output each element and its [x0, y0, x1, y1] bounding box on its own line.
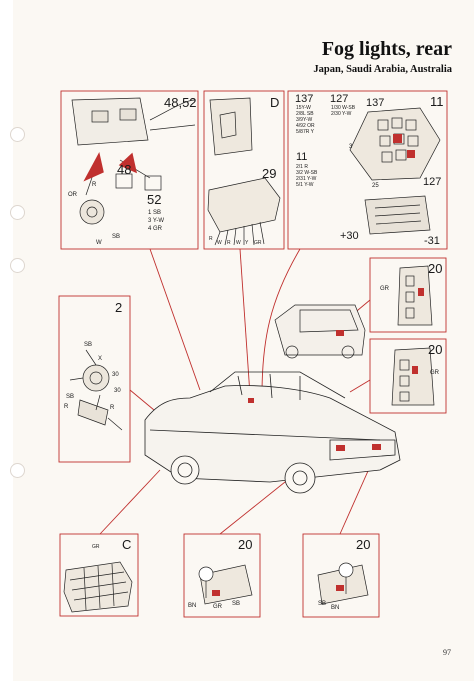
fuse-col-c-head: 11 [296, 151, 308, 163]
bottom-right20-wire: BN [331, 605, 340, 611]
fuse-col-a-line: 5/87R Y [296, 129, 314, 135]
fuse-col-a-head: 137 [295, 93, 314, 105]
bottom-c-ref: C [122, 537, 132, 552]
bottom-left20-wire: BN [188, 603, 197, 609]
fuse-col-b-head: 127 [330, 93, 349, 105]
connector-wire: 30 [114, 388, 121, 394]
fuse-minus-label: -31 [424, 235, 440, 247]
light-upper-frame [369, 257, 447, 333]
connector-panel-ref: 2 [115, 300, 123, 315]
bottom-right20-ref: 20 [356, 537, 371, 552]
switch-wire: 3 Y-W [148, 218, 165, 224]
page-subtitle: Japan, Saudi Arabia, Australia [313, 64, 452, 75]
bottom-right20-wire: SB [318, 601, 327, 607]
fuse-col-c-line: 2/1 R [296, 164, 308, 170]
fuse-col-a-line: 15Y-W [296, 105, 311, 111]
switch-pin: SB [112, 234, 121, 240]
fuse-callout-b: 127 [423, 176, 442, 188]
switch-pin: W [96, 240, 102, 246]
fuse-col-a-line: 2/8L SB [296, 111, 314, 117]
relay-pin: W [236, 240, 241, 246]
bottom-left20-ref: 20 [238, 537, 253, 552]
connector-wire: R [110, 405, 115, 411]
relay-pin: GR [254, 240, 262, 246]
fuse-col-c-line: 5/1 Y-W [296, 182, 314, 188]
page-title: Fog lights, rear [321, 38, 452, 60]
bottom-left20-wire: SB [232, 601, 241, 607]
light-lower-ref: 20 [428, 342, 443, 357]
fuse-col-b-line: 2/30 Y-W [331, 111, 352, 117]
switch-item-a: 48 [117, 162, 132, 177]
bottom-c-frame [59, 533, 139, 617]
relay-pin: R [209, 236, 213, 242]
page-number: 97 [443, 648, 451, 657]
connector-wire: SB [66, 394, 75, 400]
switch-pin: OR [68, 192, 77, 198]
fuse-col-c-line: 2/31 Y-W [296, 176, 317, 182]
connector-panel-frame [58, 295, 131, 463]
switch-panel-ref: 48,52 [164, 95, 197, 110]
relay-pin: Y [245, 240, 249, 246]
switch-pin: R [92, 182, 97, 188]
fuse-col-a-line: 3/9Y-W [296, 117, 313, 123]
relay-panel-frame [203, 90, 285, 250]
light-upper-ref: 20 [428, 261, 443, 276]
binder-hole [10, 258, 25, 273]
relay-panel-ref: D [270, 95, 280, 110]
relay-item: 29 [262, 166, 277, 181]
fuse-plus-label: +30 [340, 230, 359, 242]
light-lower-wire: GR [430, 370, 439, 376]
bottom-left20-frame [183, 533, 261, 618]
fuse-callout-a: 137 [366, 97, 385, 109]
switch-wire: 4 GR [148, 226, 163, 232]
connector-wire: R [64, 404, 69, 410]
fuse-panel-ref: 11 [430, 94, 444, 109]
relay-pin: R [227, 240, 231, 246]
connector-wire: 30 [112, 372, 119, 378]
light-upper-wire: GR [380, 286, 389, 292]
bottom-right20-frame [302, 533, 380, 618]
bottom-c-wire: GR [92, 544, 100, 550]
relay-pin: W [217, 240, 222, 246]
bottom-left20-wire: GR [213, 604, 222, 610]
switch-wire: 1 SB [148, 210, 162, 216]
fuse-col-c-line: 3/2 W-SB [296, 170, 318, 176]
switch-item-b: 52 [147, 192, 162, 207]
light-lower-frame [369, 338, 447, 414]
sedan-drawing [144, 371, 401, 494]
fuse-col-b-line: 1/30 W-SB [331, 105, 356, 111]
fuse-small-a: 3 [349, 144, 353, 150]
fuse-col-a-line: 4/92 OR [296, 123, 315, 129]
binder-hole [10, 127, 25, 142]
page-edge [0, 0, 13, 681]
connector-wire: X [98, 356, 103, 362]
binder-hole [10, 463, 25, 478]
connector-wire: SB [84, 342, 93, 348]
binder-hole [10, 205, 25, 220]
switch-panel-frame [60, 90, 199, 250]
fuse-small-b: 25 [372, 183, 379, 189]
fuse-panel-frame [287, 90, 448, 250]
